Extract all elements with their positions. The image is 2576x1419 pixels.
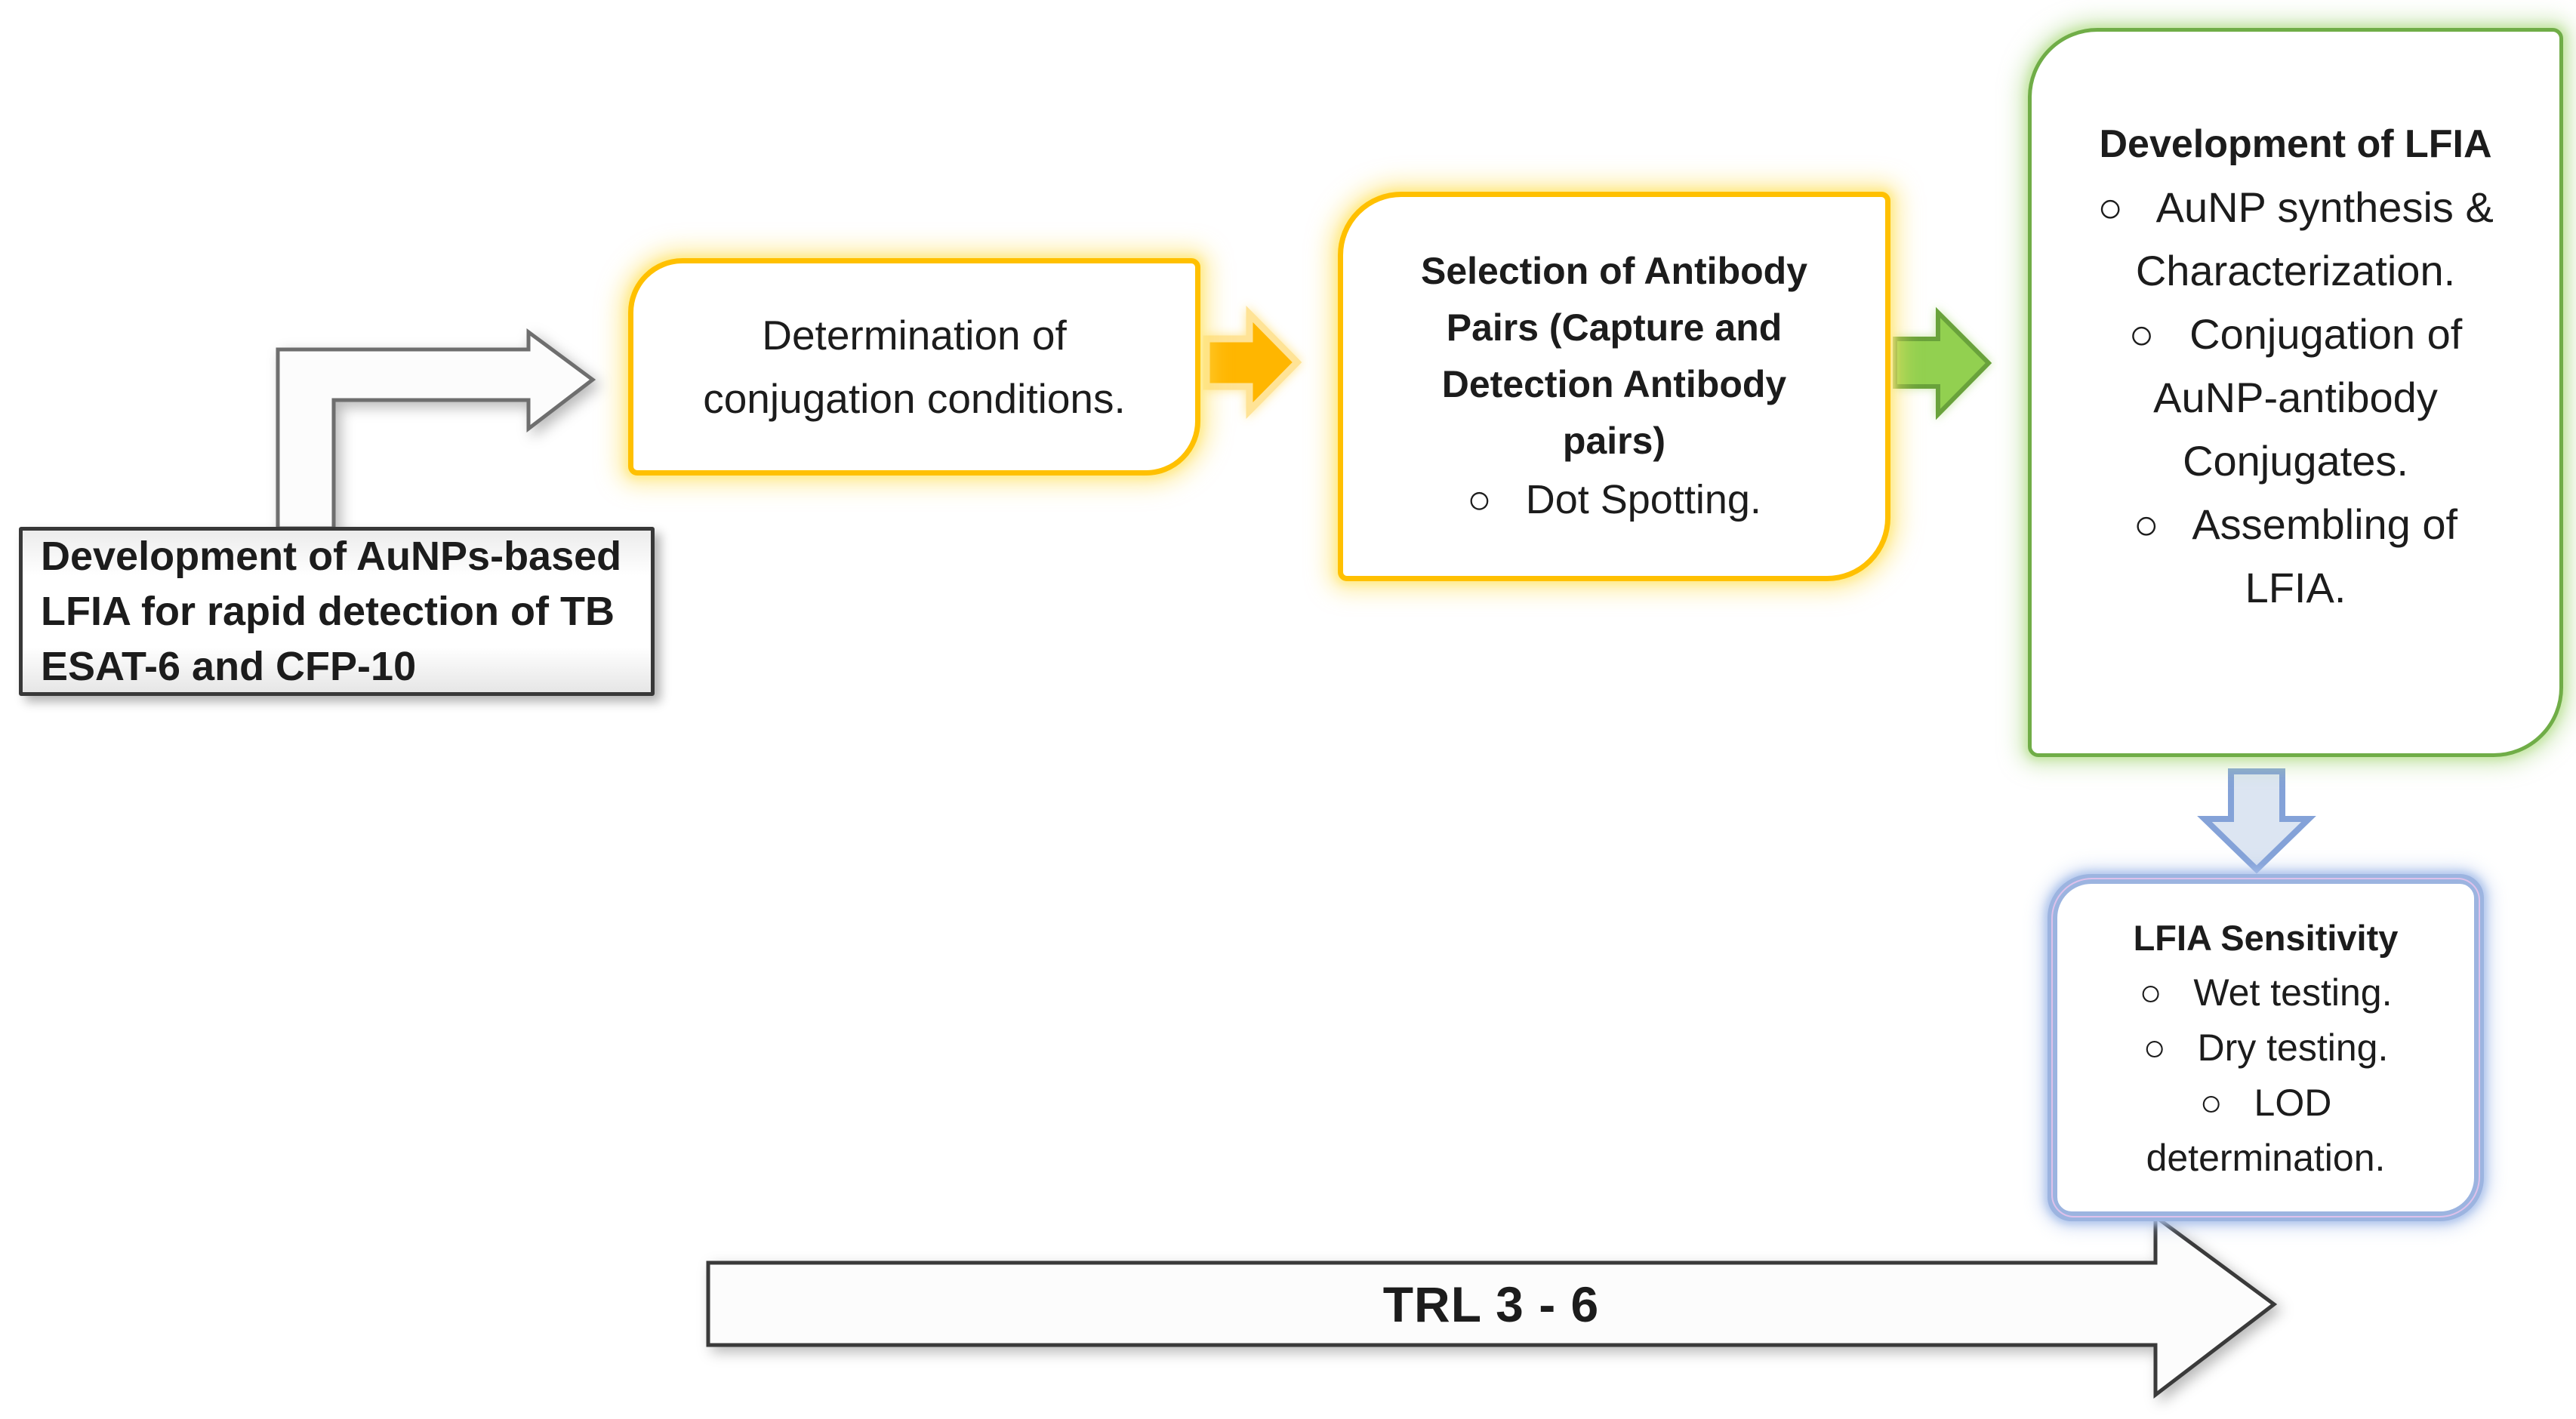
lfia-dev-title: Development of LFIA: [2099, 122, 2492, 166]
blue-down-arrow-icon: [2197, 768, 2316, 874]
lfia-dev-bullet-line: ○ Assembling of: [2133, 500, 2458, 548]
lfia-dev-bullet-line: ○ Conjugation of: [2128, 310, 2463, 358]
bent-up-right-arrow-icon: [276, 328, 596, 531]
sensitivity-title: LFIA Sensitivity: [2133, 917, 2399, 958]
sensitivity-bullet-line: determination.: [2146, 1136, 2386, 1179]
sensitivity-bullet-line: ○ Dry testing.: [2143, 1026, 2389, 1069]
conjugation-step-box: Determination of conjugation conditions.: [628, 258, 1200, 476]
lfia-dev-bullet-line: Conjugates.: [2183, 437, 2408, 485]
trl-timeline-arrow: [706, 1213, 2278, 1399]
green-right-arrow-icon: [1893, 306, 1992, 420]
lfia-dev-bullet-line: Characterization.: [2135, 247, 2456, 294]
project-goal-line: ESAT-6 and CFP-10: [41, 643, 417, 689]
antibody-step-title-line: pairs): [1562, 420, 1666, 462]
lfia-dev-bullet-line: AuNP-antibody: [2153, 374, 2438, 421]
lfia-development-step-box: Development of LFIA ○ AuNP synthesis & C…: [2028, 28, 2563, 757]
project-goal-line: Development of AuNPs-based: [41, 533, 622, 579]
lfia-dev-bullet-line: LFIA.: [2245, 564, 2346, 611]
project-goal-box: Development of AuNPs-based LFIA for rapi…: [19, 527, 655, 696]
antibody-step-title-line: Selection of Antibody: [1420, 250, 1808, 292]
antibody-step-title-line: Detection Antibody: [1441, 363, 1787, 405]
trl-range-label: TRL 3 - 6: [1382, 1276, 1600, 1332]
sensitivity-bullet-line: ○ Wet testing.: [2139, 971, 2393, 1014]
antibody-step-bullet: ○ Dot Spotting.: [1467, 477, 1761, 522]
orange-right-arrow-icon: [1203, 306, 1302, 419]
lfia-dev-bullet-line: ○ AuNP synthesis &: [2097, 183, 2494, 231]
conjugation-step-line: conjugation conditions.: [703, 375, 1126, 422]
sensitivity-bullet-line: ○ LOD: [2199, 1081, 2332, 1124]
project-goal-line: LFIA for rapid detection of TB: [41, 588, 615, 634]
lfia-sensitivity-step-box: LFIA Sensitivity ○ Wet testing. ○ Dry te…: [2048, 874, 2484, 1221]
antibody-step-title-line: Pairs (Capture and: [1446, 306, 1783, 349]
conjugation-step-line: Determination of: [762, 312, 1067, 359]
antibody-selection-step-box: Selection of Antibody Pairs (Capture and…: [1338, 192, 1890, 581]
